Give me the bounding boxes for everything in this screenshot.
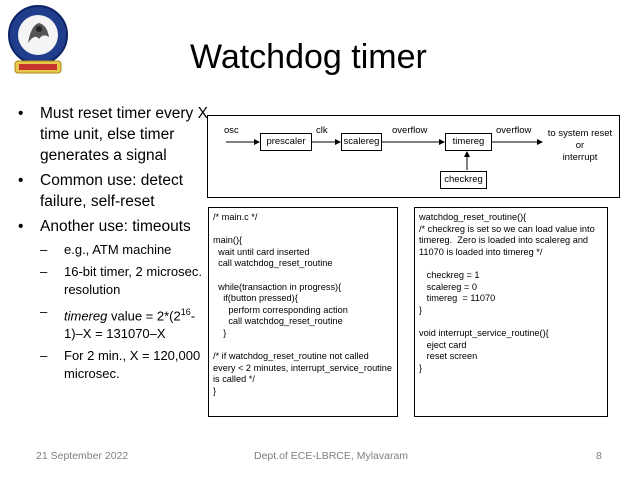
footer-page-number: 8 (596, 450, 602, 462)
footer-date: 21 September 2022 (36, 450, 129, 462)
sub-bullet-text: 16-bit timer, 2 microsec. resolution (64, 264, 202, 297)
clk-label: clk (316, 125, 328, 136)
sub-bullet-text: For 2 min., X = 120,000 microsec. (64, 348, 201, 382)
sub-bullet-superscript: 16 (180, 307, 191, 317)
bullet-text: Another use: timeouts (40, 218, 191, 235)
main-code-block: /* main.c */ main(){ wait until card ins… (208, 207, 398, 417)
osc-label: osc (224, 125, 239, 136)
sub-bullet-item: –e.g., ATM machine (40, 242, 172, 257)
diagram-arrows (226, 139, 543, 170)
sub-bullet-text: -1)–X = 131070–X (64, 308, 196, 342)
sub-bullet-text: value = 2*(2 (107, 308, 181, 324)
bullet-item: •Common use: detect failure, self-reset (18, 172, 184, 210)
bullet-text: Common use: detect failure, self-reset (40, 172, 184, 210)
sub-bullet-item: –For 2 min., X = 120,000 microsec. (40, 348, 201, 382)
prescaler-box: prescaler (260, 133, 312, 151)
timereg-box: timereg (445, 133, 492, 151)
sub-bullet-item: –16-bit timer, 2 microsec. resolution (40, 264, 202, 297)
sub-bullet-text: e.g., ATM machine (64, 242, 172, 257)
sub-bullet-italic: timereg (64, 308, 108, 324)
college-logo (3, 3, 73, 79)
scalereg-box: scalereg (341, 133, 382, 151)
footer-dept: Dept.of ECE-LBRCE, Mylavaram (254, 450, 409, 462)
overflow-label: overflow (392, 125, 428, 136)
bullet-text: Must reset timer every X time unit, else… (40, 105, 208, 164)
bullet-list: •Must reset timer every X time unit, els… (18, 103, 208, 387)
slide-title: Watchdog timer (190, 38, 427, 76)
bullet-item: •Another use: timeouts (18, 218, 191, 235)
reset-routine-code-block: watchdog_reset_routine(){ /* checkreg is… (414, 207, 608, 417)
bullet-item: •Must reset timer every X time unit, els… (18, 105, 208, 164)
sub-bullet-item: –timereg value = 2*(216-1)–X = 131070–X (40, 304, 196, 342)
overflow-label: overflow (496, 125, 532, 136)
output-label: to system reset or interrupt (547, 128, 613, 163)
watchdog-block-diagram: osc clk overflow overflow prescaler scal… (207, 115, 620, 198)
checkreg-box: checkreg (440, 171, 487, 189)
